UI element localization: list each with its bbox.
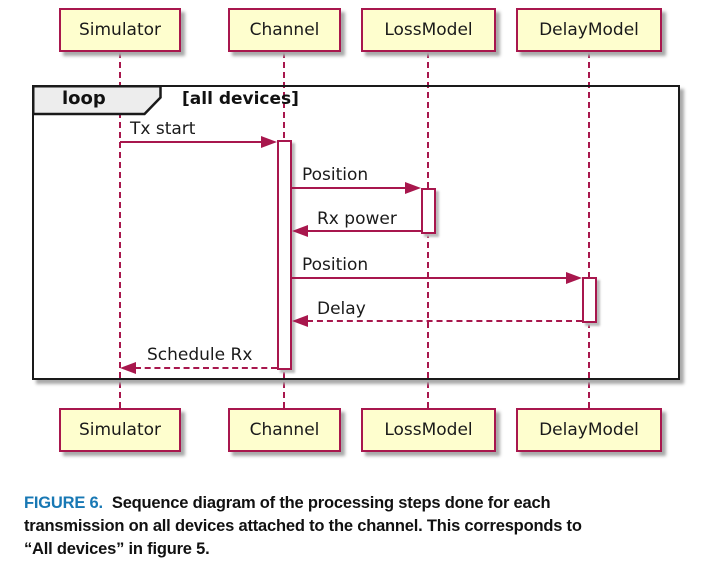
lifeline-delaymodel bbox=[588, 52, 590, 408]
loop-frame bbox=[32, 85, 680, 380]
figure-number-label: FIGURE 6. bbox=[24, 494, 103, 512]
participant-top-simulator: Simulator bbox=[59, 8, 181, 52]
figure-caption: FIGURE 6. Sequence diagram of the process… bbox=[24, 492, 692, 561]
message-line-rx-power bbox=[307, 230, 421, 232]
participant-bottom-lossmodel: LossModel bbox=[361, 408, 496, 452]
message-label-schedule-rx: Schedule Rx bbox=[147, 345, 253, 365]
participant-label: DelayModel bbox=[539, 20, 639, 40]
arrowhead-schedule-rx bbox=[120, 362, 136, 374]
participant-bottom-channel: Channel bbox=[228, 408, 341, 452]
message-line-delay bbox=[307, 320, 582, 322]
participant-top-lossmodel: LossModel bbox=[361, 8, 496, 52]
loop-operator-label: loop bbox=[62, 88, 106, 109]
activation-lossmodel bbox=[421, 188, 436, 234]
caption-line-3: “All devices” in figure 5. bbox=[24, 540, 210, 558]
message-label-position-loss: Position bbox=[302, 165, 369, 185]
message-label-position-delay: Position bbox=[302, 255, 369, 275]
participant-top-delaymodel: DelayModel bbox=[516, 8, 662, 52]
participant-label: Simulator bbox=[78, 420, 162, 440]
message-line-tx-start bbox=[120, 141, 262, 143]
lifeline-simulator bbox=[119, 52, 121, 408]
participant-label: LossModel bbox=[384, 420, 473, 440]
participant-label: Channel bbox=[249, 20, 320, 40]
arrowhead-rx-power bbox=[292, 225, 308, 237]
loop-guard-label: [all devices] bbox=[182, 89, 299, 109]
participant-bottom-simulator: Simulator bbox=[59, 408, 181, 452]
arrowhead-position-delay bbox=[566, 272, 582, 284]
activation-delaymodel bbox=[582, 277, 597, 323]
participant-label: Simulator bbox=[78, 20, 162, 40]
participant-label: Channel bbox=[249, 420, 320, 440]
arrowhead-tx-start bbox=[261, 136, 277, 148]
message-label-rx-power: Rx power bbox=[317, 209, 397, 229]
caption-line-1: FIGURE 6. Sequence diagram of the process… bbox=[24, 492, 692, 515]
participant-label: LossModel bbox=[384, 20, 473, 40]
participant-top-channel: Channel bbox=[228, 8, 341, 52]
arrowhead-position-loss bbox=[405, 182, 421, 194]
caption-text-1: Sequence diagram of the processing steps… bbox=[111, 494, 551, 512]
message-line-position-delay bbox=[292, 277, 567, 279]
arrowhead-delay bbox=[292, 315, 308, 327]
participant-label: DelayModel bbox=[539, 420, 639, 440]
activation-channel bbox=[277, 140, 292, 370]
message-label-delay: Delay bbox=[317, 299, 366, 319]
caption-line-2: transmission on all devices attached to … bbox=[24, 517, 582, 535]
participant-bottom-delaymodel: DelayModel bbox=[516, 408, 662, 452]
message-line-position-loss bbox=[292, 187, 406, 189]
loop-pentagon bbox=[32, 85, 162, 116]
message-label-tx-start: Tx start bbox=[130, 119, 196, 139]
message-line-schedule-rx bbox=[135, 367, 277, 369]
